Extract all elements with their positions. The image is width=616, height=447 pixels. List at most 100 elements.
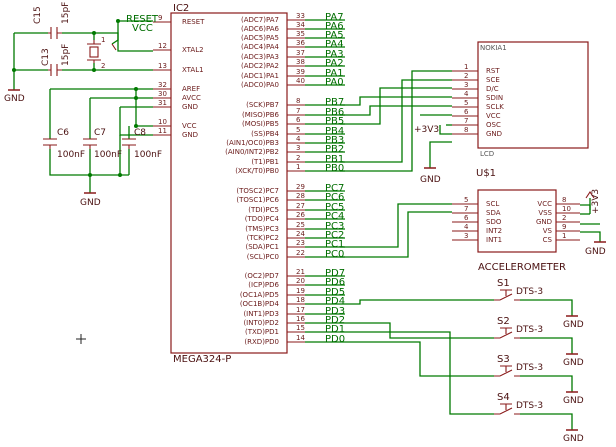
lcd-pin-name: GND [486,130,502,138]
switch-type: DTS-3 [516,287,543,297]
mcu-right-pin-name: (TDI)PC5 [248,206,279,214]
switch-actuator [500,403,512,410]
switch-gnd-label: GND [563,320,584,330]
mcu-right-pin-name: (AIN0/INT2)PB2 [225,148,279,156]
mcu-net-label: PD7 [325,268,345,279]
mcu-right-pin-name: (ADC1)PA1 [241,72,279,80]
switch-contact [494,369,520,377]
mcu-net-label: PC2 [325,230,344,241]
mcu-ref: IC2 [173,3,189,14]
mcu-net-label: PB4 [325,126,344,137]
switch-gnd-wire [520,375,573,392]
switch-signal-wire [345,322,494,339]
c7-ref: C7 [94,128,106,138]
c15-symbol [48,27,62,39]
mcu-left-pin-name: GND [182,103,198,111]
switch-gnd-wire [520,337,573,354]
c13-symbol [48,64,62,76]
lcd-pin-name: D/C [486,85,499,93]
switch-gnd-wire [520,299,573,316]
mcu-right-pin-number: 15 [296,324,305,332]
mcu-right-pin-name: (RXD)PD0 [244,338,279,346]
mcu-net-label: PB0 [325,163,344,174]
mcu-net-label: PD6 [325,277,345,288]
accel-right-pin-number: 1 [562,232,566,240]
switch-signal-wire [345,299,494,305]
switch-contact [494,331,520,339]
mcu-left-pin-number: 9 [158,14,162,22]
mcu-net-label: PA5 [325,30,344,41]
mcu-right-pin-number: 28 [296,192,305,200]
mcu-net-label: PA3 [325,49,344,60]
switch-type: DTS-3 [516,401,543,411]
gnd-accel-label: GND [585,247,606,257]
lcd-pin-number: 6 [464,108,469,116]
mcu-right-pin-number: 1 [296,163,300,171]
switch-type: DTS-3 [516,363,543,373]
mcu-part: MEGA324-P [173,354,231,365]
mcu-body [170,12,288,354]
c8-ref: C8 [134,128,146,138]
accel-right-pin-name: VSS [538,209,552,217]
mcu-left-pin-name: AVCC [182,94,201,102]
mcu-net-label: PD5 [325,287,345,298]
mcu-right-pin-name: (OC1B)PD4 [240,300,280,308]
mcu-right-pin-name: (ADC0)PA0 [241,81,279,89]
mcu-right-pin-name: (ADC5)PA5 [241,34,279,42]
mcu-left-pin-name: RESET [182,18,205,26]
c8-symbol [122,138,136,149]
mcu-right-pin-number: 24 [296,230,305,238]
accel-right-pin-name: CS [543,236,553,244]
mcu-right-pin-number: 29 [296,183,305,191]
accel-left-pin-number: 5 [464,196,468,204]
c6-value: 100nF [57,150,85,160]
crystal-section: C15 15pF C13 15pF 1 2 GND [4,2,153,104]
lcd-pin-number: 7 [464,117,468,125]
mcu-right-pin-name: (SCL)PC0 [247,253,279,261]
switch-actuator [500,327,512,334]
mcu-right-pin-number: 19 [296,287,305,295]
switch-actuator [500,365,512,372]
accel-3v3-label: +3V3 [591,189,601,214]
accel-right-pin-name: VCC [537,200,552,208]
mcu-left-pin-number: 30 [158,90,167,98]
mcu-left-pin-name: AREF [182,85,200,93]
mcu-right-pin-number: 8 [296,97,300,105]
c7-value: 100nF [94,150,122,160]
switch-actuator [500,289,512,296]
mcu-right-pin-name: (SS)PB4 [251,130,279,138]
switch-contact [494,407,520,415]
mcu-right-pin-name: (TOSC2)PC7 [236,187,279,195]
mcu-left-pin-name: XTAL2 [182,46,204,54]
mcu-right-pin-number: 17 [296,306,305,314]
mcu-right-pin-name: (TCK)PC2 [247,234,279,242]
mcu-right-pin-number: 22 [296,249,305,257]
c13-ref: C13 [41,48,51,66]
lcd-pin-number: 8 [464,126,468,134]
mcu-right-pin-name: (ADC6)PA6 [241,25,280,33]
mcu-net-label: PA1 [325,68,344,79]
lcd-pin-name: OSC [486,121,501,129]
mcu-net-label: PA7 [325,12,344,23]
mcu-right-pin-name: (OC1A)PD5 [240,291,279,299]
mcu-net-label: PA4 [325,39,344,50]
c6-symbol [43,138,57,149]
mcu-net-label: PD4 [325,296,345,307]
mcu-net-label: PD0 [325,334,345,345]
mcu-right-pin-name: (OC2)PD7 [245,272,279,280]
accel-right-pin-name: VS [543,227,553,235]
accel-left-pin-name: INT1 [486,236,502,244]
lcd-pin-name: SCLK [486,103,504,111]
mcu-right-pin-number: 34 [296,21,305,29]
lcd-pin-name: SCE [486,76,500,84]
mcu-net-label: PB2 [325,144,344,155]
mcu-right-pin-name: (SCK)PB7 [246,101,279,109]
lcd-pin-number: 3 [464,81,468,89]
reset-net-label: RESET [126,14,159,25]
lcd-body [477,41,589,149]
decoupling-section: C6 100nF C7 100nF C8 100nF GND [43,87,162,208]
